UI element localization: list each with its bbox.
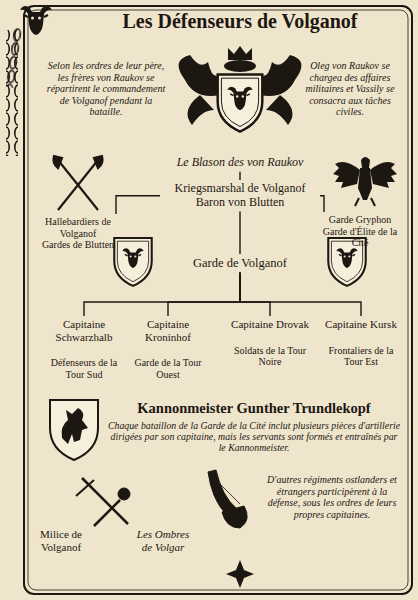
org-connector — [240, 272, 361, 316]
org-connector — [116, 196, 160, 214]
unit-name: Capitaine Schwarzhalb — [44, 318, 124, 343]
unit-detail: Garde d'Élite de la Cité — [314, 226, 406, 249]
unit-name: Capitaine Kursk — [320, 318, 402, 331]
org-connector — [320, 196, 324, 212]
org-unit: Milice de Volganof — [30, 526, 92, 555]
unit-name: Les Ombres de Volgar — [132, 528, 194, 553]
page-title: Les Défenseurs de Volganof — [120, 10, 360, 33]
org-unit: Garde GryphonGarde d'Élite de la Cité — [312, 212, 408, 251]
unit-detail: Chaque bataillon de la Garde de la Cité … — [106, 420, 402, 454]
org-unit: Capitaine KurskFrontaliers de la Tour Es… — [318, 316, 404, 370]
org-connector — [168, 272, 240, 316]
org-connector — [240, 172, 241, 180]
org-unit: Capitaine DrovakSoldats de la Tour Noire — [226, 316, 314, 370]
unit-detail: Défenseurs de la Tour Sud — [44, 357, 124, 380]
unit-name: Milice de Volganof — [32, 528, 90, 553]
unit-detail: Garde de la Tour Ouest — [130, 357, 206, 380]
org-unit: Les Ombres de Volgar — [130, 526, 196, 555]
org-unit: Kannonmeister Gunther TrundlekopfChaque … — [104, 398, 404, 455]
org-connector — [240, 272, 270, 316]
note-text: Selon les ordres de leur père, les frère… — [44, 60, 168, 118]
unit-name: Hallebardiers de Volganof — [30, 216, 126, 239]
unit-detail: Baron von Blutten — [162, 196, 318, 210]
unit-name: Kriegsmarshal de Volganof — [162, 182, 318, 196]
unit-name: Le Blason des von Raukov — [162, 156, 318, 170]
unit-detail: Gardes de Blutten — [30, 239, 126, 251]
note-text: Oleg von Raukov se chargea des affaires … — [300, 60, 400, 118]
unit-name: Capitaine Drovak — [228, 318, 312, 331]
org-unit: Hallebardiers de VolganofGardes de Blutt… — [28, 214, 128, 253]
org-unit: Capitaine SchwarzhalbDéfenseurs de la To… — [42, 316, 126, 382]
org-unit: Kriegsmarshal de VolganofBaron von Blutt… — [160, 180, 320, 212]
org-unit: Garde de Volganof — [176, 254, 304, 272]
org-unit: Le Blason des von Raukov — [160, 154, 320, 172]
org-connector — [84, 272, 240, 316]
unit-name: Kannonmeister Gunther Trundlekopf — [106, 400, 402, 417]
note-text: D'autres régiments ostlanders et étrange… — [262, 474, 402, 520]
org-connector — [240, 212, 241, 254]
org-unit: Capitaine KroninhofGarde de la Tour Oues… — [128, 316, 208, 382]
unit-name: Garde de Volganof — [178, 256, 302, 270]
unit-name: Garde Gryphon — [314, 214, 406, 226]
unit-detail: Soldats de la Tour Noire — [228, 345, 312, 368]
unit-detail: Frontaliers de la Tour Est — [320, 345, 402, 368]
unit-name: Capitaine Kroninhof — [130, 318, 206, 343]
